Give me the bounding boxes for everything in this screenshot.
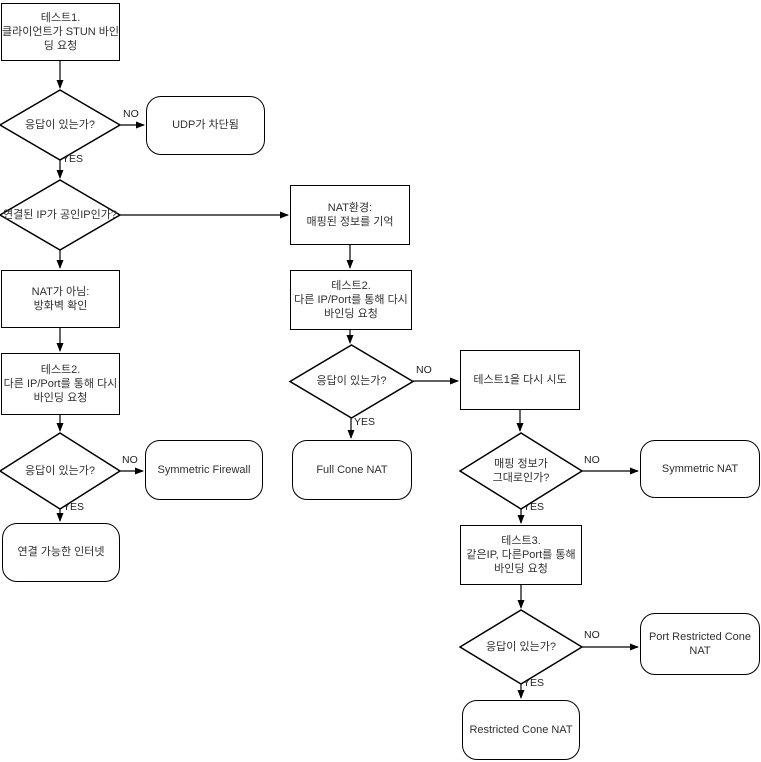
flowchart-decision-response4: 응답이 있는가? — [460, 610, 582, 684]
flowchart-node-not-nat: NAT가 아님: 방화벽 확인 — [1, 270, 120, 328]
node-label: Port Restricted Cone NAT — [648, 630, 752, 657]
edge-label-no: NO — [122, 454, 138, 466]
edge-label-yes: YES — [523, 501, 545, 513]
flowchart-result-symmetric-nat: Symmetric NAT — [640, 440, 760, 498]
diamond-shape — [290, 345, 413, 418]
edge-label-no: NO — [123, 108, 139, 120]
node-label: NAT가 아님: 방화벽 확인 — [31, 285, 90, 312]
edge-label-no: NO — [584, 454, 600, 466]
flowchart-result-open-internet: 연결 가능한 인터넷 — [2, 523, 120, 582]
node-label: 테스트3. 같은IP, 다른Port를 통해 바인딩 요청 — [466, 534, 576, 576]
diamond-shape — [0, 433, 120, 509]
node-label: NAT환경: 매핑된 정보를 기억 — [306, 201, 394, 228]
node-label: Symmetric NAT — [661, 462, 739, 475]
node-label: 테스트2. 다른 IP/Port를 통해 다시 바인딩 요청 — [294, 279, 408, 321]
node-label: 응답이 있는가? — [25, 118, 95, 131]
diamond-shape — [0, 180, 120, 250]
node-label: UDP가 차단됨 — [172, 119, 239, 132]
flowchart-node-test3: 테스트3. 같은IP, 다른Port를 통해 바인딩 요청 — [460, 525, 582, 585]
diamond-shape — [460, 610, 582, 684]
node-label: 연결된 IP가 공인IP인가? — [3, 208, 117, 221]
flowchart-decision-mapping-same: 매핑 정보가 그대로인가? — [460, 433, 582, 509]
edge-label-yes: YES — [63, 501, 85, 513]
flowchart-decision-response1: 응답이 있는가? — [0, 90, 120, 160]
node-label: Symmetric Firewall — [157, 463, 251, 476]
flowchart-decision-response3: 응답이 있는가? — [290, 345, 413, 418]
node-label: 응답이 있는가? — [316, 375, 387, 388]
node-label: Full Cone NAT — [316, 463, 388, 476]
flowchart-node-retry-test1: 테스트1을 다시 시도 — [460, 350, 580, 410]
flowchart-node-test2-middle: 테스트2. 다른 IP/Port를 통해 다시 바인딩 요청 — [290, 270, 412, 330]
node-label: 응답이 있는가? — [25, 464, 95, 477]
node-label: 매핑 정보가 그대로인가? — [492, 457, 550, 484]
node-label: 테스트2. 다른 IP/Port를 통해 다시 바인딩 요청 — [3, 363, 118, 405]
flowchart-result-full-cone-nat: Full Cone NAT — [292, 440, 412, 500]
edge-label-yes: YES — [62, 153, 84, 165]
flowchart-result-restricted-cone-nat: Restricted Cone NAT — [462, 700, 580, 760]
flowchart-result-udp-blocked: UDP가 차단됨 — [146, 96, 265, 155]
node-label: 응답이 있는가? — [486, 640, 556, 653]
flowchart-node-test2-left: 테스트2. 다른 IP/Port를 통해 다시 바인딩 요청 — [1, 353, 120, 415]
node-label: Restricted Cone NAT — [469, 723, 573, 736]
flowchart-node-nat-environment: NAT환경: 매핑된 정보를 기억 — [290, 185, 410, 245]
flowchart-decision-public-ip: 연결된 IP가 공인IP인가? — [0, 180, 120, 250]
node-label: 연결 가능한 인터넷 — [17, 546, 105, 559]
flowchart-decision-response2: 응답이 있는가? — [0, 433, 120, 509]
diamond-shape — [460, 433, 582, 509]
edge-label-yes: YES — [354, 416, 376, 428]
edge-label-yes: YES — [523, 677, 545, 689]
flowchart-result-port-restricted-cone-nat: Port Restricted Cone NAT — [640, 613, 760, 675]
diamond-shape — [0, 90, 120, 160]
node-label: 테스트1을 다시 시도 — [473, 373, 567, 386]
edge-label-no: NO — [584, 629, 600, 641]
edge-label-no: NO — [416, 364, 432, 376]
flowchart-result-symmetric-firewall: Symmetric Firewall — [145, 440, 263, 500]
node-label: 테스트1. 클라이언트가 STUN 바인 딩 요청 — [2, 11, 120, 53]
flowchart-node-test1: 테스트1. 클라이언트가 STUN 바인 딩 요청 — [1, 3, 120, 61]
